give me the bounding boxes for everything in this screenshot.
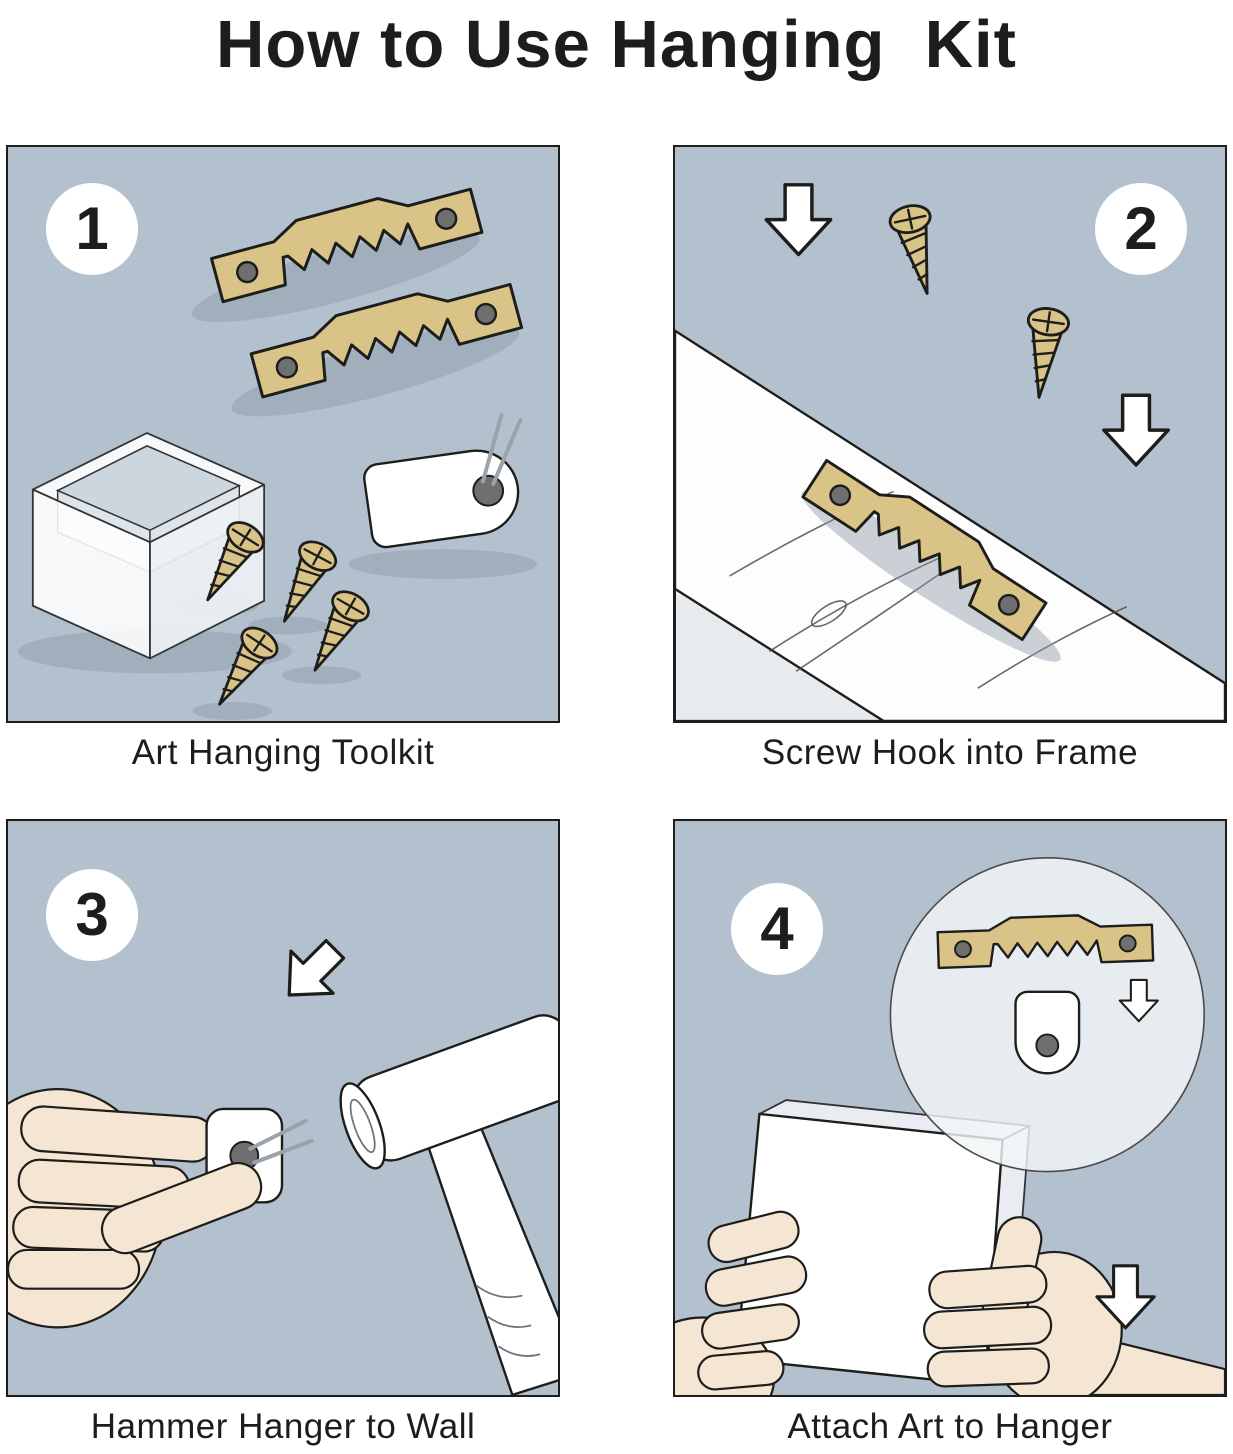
screw-icon — [886, 200, 948, 300]
screw-icon — [1016, 304, 1072, 402]
screw-icon — [264, 534, 343, 632]
step-1-number-badge: 1 — [46, 183, 138, 275]
step-3-caption: Hammer Hanger to Wall — [90, 1407, 476, 1446]
step-2-caption: Screw Hook into Frame — [761, 733, 1139, 772]
hammer-illustration — [339, 1014, 558, 1395]
step-4: 4 Attach Art to Hanger — [673, 819, 1227, 1447]
step-number: 1 — [75, 195, 109, 262]
wall-hook-zoom — [1014, 990, 1081, 1075]
infographic-page: How to Use Hanging Kit — [0, 6, 1233, 1447]
step-3-panel: 3 — [6, 819, 560, 1397]
steps-grid: 1 Art Hanging Toolkit — [0, 145, 1233, 1447]
step-2-number-badge: 2 — [1095, 183, 1187, 275]
step-2-artwork — [675, 183, 1225, 721]
step-4-panel: 4 — [673, 819, 1227, 1397]
storage-box-illustration — [31, 432, 266, 660]
step-number: 4 — [760, 895, 794, 962]
step-4-number-badge: 4 — [731, 883, 823, 975]
step-3: 3 Hammer Hanger to Wall — [6, 819, 560, 1447]
step-1-artwork — [17, 173, 538, 720]
step-number: 3 — [75, 881, 109, 948]
step-4-artwork — [675, 857, 1225, 1395]
page-title: How to Use Hanging Kit — [216, 7, 1017, 82]
step-3-artwork — [8, 926, 558, 1395]
wall-hook-icon — [356, 410, 538, 551]
down-arrow-icon — [1102, 393, 1170, 467]
step-1-caption: Art Hanging Toolkit — [131, 733, 435, 772]
step-1-panel: 1 — [6, 145, 560, 723]
step-2: 2 Screw Hook into Frame — [673, 145, 1227, 773]
step-3-number-badge: 3 — [46, 869, 138, 961]
down-arrow-icon — [266, 926, 358, 1018]
thumb-illustration — [100, 1162, 263, 1255]
step-1: 1 Art Hanging Toolkit — [6, 145, 560, 773]
step-2-panel: 2 — [673, 145, 1227, 723]
right-hand-illustration — [923, 1216, 1225, 1395]
left-hand-illustration — [675, 1210, 808, 1395]
magnifier-detail — [889, 857, 1205, 1173]
down-arrow-icon — [764, 183, 833, 257]
step-number: 2 — [1124, 195, 1158, 262]
step-4-caption: Attach Art to Hanger — [787, 1407, 1113, 1446]
